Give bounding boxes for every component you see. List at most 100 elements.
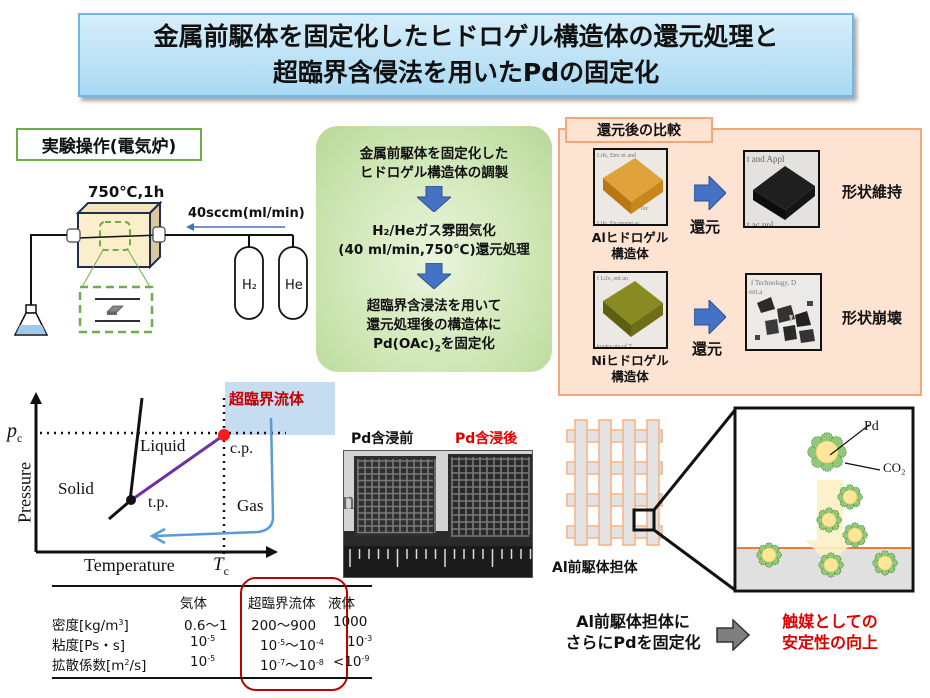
pc-label: pc xyxy=(7,420,23,445)
furnace-icon xyxy=(66,200,166,270)
flow-step-2: H₂/Heガス雰囲気化 (40 ml/min,750℃)還元処理 xyxy=(316,222,552,260)
zoom-region-marker xyxy=(632,508,656,532)
pd-co2-particle xyxy=(818,552,844,578)
title-banner: 金属前駆体を固定化したヒドロゲル構造体の還元処理と 超臨界含侵法を用いたPdの固… xyxy=(78,13,854,97)
sample-inset xyxy=(78,285,154,334)
viscosity-liquid: 10-3 xyxy=(347,634,373,650)
svg-text:f Life, ent an: f Life, ent an xyxy=(597,275,628,282)
svg-text:t and Appl: t and Appl xyxy=(747,154,785,164)
density-supercritical: 200〜900 xyxy=(251,618,317,634)
gas-region-label: Gas xyxy=(237,496,264,515)
reduction-label-2: 還元 xyxy=(692,340,723,358)
furnace-condition: 750℃,1h xyxy=(88,183,165,201)
sublimation-curve xyxy=(108,499,131,521)
title-line-2: 超臨界含侵法を用いたPdの固定化 xyxy=(272,58,660,87)
furnace-apparatus-diagram xyxy=(13,200,308,336)
down-arrow-icon xyxy=(417,263,451,289)
phase-diagram xyxy=(30,392,286,558)
procedure-flow-box: 金属前駆体を固定化した ヒドロゲル構造体の調製 H₂/Heガス雰囲気化 (40 … xyxy=(316,126,552,372)
svg-text:Tec: Tec xyxy=(640,206,649,212)
vaporization-curve xyxy=(129,433,225,503)
sample-icon xyxy=(106,305,124,313)
diffusion-supercritical: 10-7〜10-8 xyxy=(260,658,324,674)
al-support-lattice-icon xyxy=(566,419,663,546)
x-axis-label: Temperature xyxy=(84,555,175,575)
viscosity-gas: 10-5 xyxy=(190,634,216,650)
conclusion-right: 触媒としての 安定性の向上 xyxy=(781,612,878,652)
collection-flask-icon xyxy=(13,304,49,336)
he-label: He xyxy=(285,278,303,293)
experiment-section-label: 実験操作(電気炉) xyxy=(16,128,202,161)
header-supercritical: 超臨界流体 xyxy=(248,596,316,612)
al-reduced-photo: t and Appl t ac ppl xyxy=(743,150,820,228)
pd-co2-particle xyxy=(837,484,863,510)
y-axis-label: Pressure xyxy=(14,462,35,523)
pd-co2-particle xyxy=(842,522,868,548)
critical-point-label: c.p. xyxy=(230,440,254,457)
viscosity-supercritical: 10-5〜10-4 xyxy=(260,638,324,654)
lattice-bar-horizontal xyxy=(566,429,663,443)
before-impregnation-label: Pd含浸前 xyxy=(351,431,414,447)
title-line-1: 金属前駆体を固定化したヒドロゲル構造体の還元処理と xyxy=(153,22,779,51)
result-label-1: 形状維持 xyxy=(842,183,903,201)
lattice-bar-vertical xyxy=(574,419,588,546)
pd-co2-particle xyxy=(756,542,782,568)
lattice-bar-horizontal xyxy=(566,461,663,475)
solid-region-label: Solid xyxy=(58,479,94,498)
triple-point-label: t.p. xyxy=(148,494,169,511)
outlet-pipe xyxy=(30,234,68,320)
flow-step-3-line-3: Pd(OAc)2を固定化 xyxy=(373,336,495,355)
melting-curve xyxy=(128,397,144,502)
ni-hydrogel-photo: f Life, ent an kuoka ute of T xyxy=(593,271,668,349)
h2-label: H₂ xyxy=(242,278,257,293)
table-header-row: 気体 超臨界流体 液体 xyxy=(52,592,372,612)
al-reduced-cube-image: t and Appl t ac ppl xyxy=(747,154,815,228)
ni-hydrogel-caption: Niヒドロゲル 構造体 xyxy=(591,353,669,384)
pd-co2-particle xyxy=(807,432,847,472)
right-arrow-icon xyxy=(694,300,726,334)
he-cylinder-icon xyxy=(278,246,308,320)
pd-co2-particle xyxy=(872,550,898,576)
after-impregnation-label: Pd含浸後 xyxy=(455,431,518,447)
flow-step-3: 超臨界含浸法を用いて 還元処理後の構造体に Pd(OAc)2を固定化 xyxy=(316,297,552,360)
tc-label: Tc xyxy=(213,554,229,578)
header-liquid: 液体 xyxy=(328,596,355,612)
reduction-label-1: 還元 xyxy=(690,218,721,236)
svg-text:t ac ppl: t ac ppl xyxy=(747,220,774,228)
svg-text:kuoka ute of T: kuoka ute of T xyxy=(597,343,632,349)
header-gas: 気体 xyxy=(180,596,207,612)
right-arrow-icon xyxy=(716,619,750,651)
pd-co2-particle xyxy=(816,507,842,533)
lattice-bar-vertical xyxy=(622,419,636,546)
lattice-bar-vertical xyxy=(646,419,660,546)
diffusion-gas: 10-5 xyxy=(190,654,216,670)
svg-text:Life, Env nt and: Life, Env nt and xyxy=(597,152,636,159)
sample-after xyxy=(448,454,532,538)
pd-pointer-line xyxy=(829,424,870,456)
flow-step-1-line-2: ヒドロゲル構造体の調製 xyxy=(359,165,509,181)
liquid-region-label: Liquid xyxy=(140,436,186,455)
flow-step-1: 金属前駆体を固定化した ヒドロゲル構造体の調製 xyxy=(316,145,552,183)
al-cube-top xyxy=(603,158,663,202)
density-liquid: 1000 xyxy=(333,614,368,630)
table-row-diffusion: 拡散係数[m2/s] 10-5 10-7〜10-8 <10-9 xyxy=(52,654,370,674)
triple-point-marker xyxy=(126,495,136,505)
flow-step-2-line-1: H₂/Heガス雰囲気化 xyxy=(372,223,496,239)
supercritical-label: 超臨界流体 xyxy=(229,390,305,408)
supercritical-region xyxy=(225,382,335,435)
conclusion-left: Al前駆体担体に さらにPdを固定化 xyxy=(565,612,701,652)
lattice-bar-vertical xyxy=(598,419,612,546)
table-row-viscosity: 粘度[Ps・s] 10-5 10-5〜10-4 10-3 xyxy=(52,634,373,654)
flow-step-3-line-2: 還元処理後の構造体に xyxy=(366,317,502,333)
al-hydrogel-caption: Alヒドロゲル 構造体 xyxy=(591,230,669,261)
supercritical-column-highlight xyxy=(240,577,348,691)
impregnation-photo: n an e xyxy=(343,450,533,578)
sample-before xyxy=(354,456,436,536)
svg-text:Life, En nment ar: Life, En nment ar xyxy=(597,220,639,226)
svg-text:f Technology, D: f Technology, D xyxy=(751,279,796,287)
flow-rate-label: 40sccm(ml/min) xyxy=(188,206,305,221)
